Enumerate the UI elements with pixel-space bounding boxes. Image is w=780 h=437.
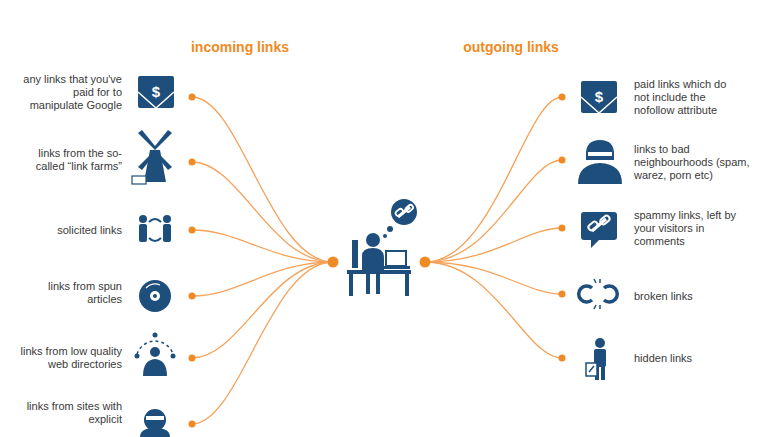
icons [132,76,622,437]
item-text: links from the so-called “link farms” [18,147,122,173]
item-text: broken links [634,290,744,303]
item-text: solicited links [18,224,122,237]
item-text: links to bad neighbourhoods (spam, warez… [634,143,770,182]
dollar-sign: $ [589,89,609,105]
item-text: links from low quality web directories [18,345,122,371]
item-text: links from sites with explicit [18,400,122,426]
item-text: paid links which do not include the nofo… [634,78,744,117]
item-text: links from spun articles [18,280,122,306]
section-heading: outgoing links [463,39,559,56]
center-figure [347,199,417,296]
link-dots [189,94,566,428]
dollar-sign: $ [146,84,166,100]
link-curves [192,97,562,424]
item-text: hidden links [634,352,744,365]
item-text: spammy links, left by your visitors in c… [634,209,744,248]
item-text: any links that you've paid for to manipu… [18,73,122,112]
section-heading: incoming links [191,39,289,56]
